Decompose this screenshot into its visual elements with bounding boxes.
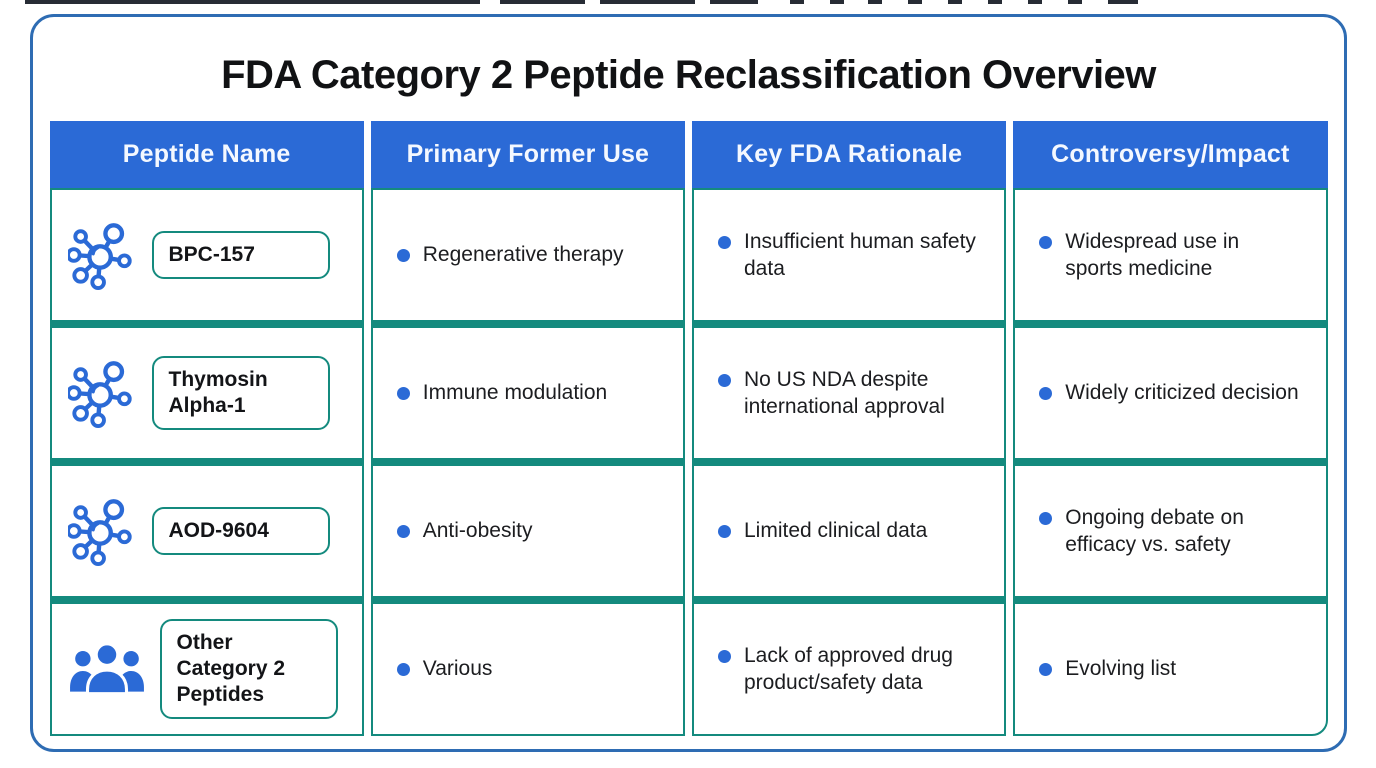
table-cell: Evolving list (1013, 602, 1328, 736)
cell-text: Ongoing debate on efficacy vs. safety (1065, 505, 1244, 556)
peptide-name-badge: Other Category 2 Peptides (159, 618, 338, 720)
cell-text: Various (422, 657, 493, 681)
table-cell: No US NDA despite international approval (692, 326, 1007, 460)
row-divider (1013, 322, 1328, 326)
cell-text: Lack of approved drug product/safety dat… (744, 643, 953, 694)
bullet-icon (718, 525, 731, 539)
bullet-icon (1039, 511, 1053, 525)
peptide-table: Peptide Name BPC- (49, 121, 1328, 736)
cell-text: Insufficient human safety data (744, 229, 976, 280)
row-divider (692, 598, 1007, 602)
column-peptide-name: Peptide Name BPC- (49, 121, 364, 736)
cell-text: Anti-obesity (422, 519, 533, 543)
row-divider (49, 460, 364, 464)
bullet-icon (718, 235, 731, 249)
row-divider (692, 460, 1007, 464)
row-divider (1013, 460, 1328, 464)
table-cell: Lack of approved drug product/safety dat… (692, 602, 1007, 736)
cell-text: No US NDA despite international approval (744, 367, 945, 418)
top-crop-artifact (0, 0, 1376, 5)
table-cell: Insufficient human safety data (692, 188, 1007, 322)
people-icon (69, 642, 144, 696)
peptide-name-badge: Thymosin Alpha-1 (151, 355, 330, 431)
bullet-icon (718, 649, 731, 663)
column-controversy-impact: Controversy/Impact Widespread use in spo… (1013, 121, 1328, 736)
row-divider (1013, 598, 1328, 602)
table-row: Thymosin Alpha-1 (49, 326, 364, 460)
table-row: AOD-9604 (49, 464, 364, 598)
table-cell: Various (370, 602, 685, 736)
table-row: BPC-157 (49, 188, 364, 322)
row-divider (49, 322, 364, 326)
bullet-icon (396, 387, 410, 401)
cell-text: Immune modulation (422, 381, 608, 405)
column-header-peptide-name: Peptide Name (49, 121, 364, 188)
cell-text: Widespread use in sports medicine (1065, 229, 1240, 280)
cell-text: Regenerative therapy (422, 243, 624, 267)
table-cell: Limited clinical data (692, 464, 1007, 598)
molecule-icon (67, 361, 132, 428)
page-title: FDA Category 2 Peptide Reclassification … (221, 53, 1156, 97)
row-divider (49, 598, 364, 602)
row-divider (370, 598, 685, 602)
bullet-icon (718, 373, 731, 387)
column-header-key-fda-rationale: Key FDA Rationale (692, 121, 1007, 188)
table-cell: Ongoing debate on efficacy vs. safety (1013, 464, 1328, 598)
bullet-icon (396, 663, 410, 677)
table-cell: Regenerative therapy (370, 188, 685, 322)
peptide-name-badge: AOD-9604 (151, 506, 330, 556)
cell-text: Evolving list (1065, 657, 1177, 681)
cell-text: Widely criticized decision (1065, 381, 1299, 405)
bullet-icon (1039, 387, 1053, 401)
table-cell: Widely criticized decision (1013, 326, 1328, 460)
bullet-icon (1039, 663, 1053, 677)
table-cell: Immune modulation (370, 326, 685, 460)
molecule-icon (67, 223, 132, 290)
peptide-name-badge: BPC-157 (151, 230, 330, 280)
table-cell: Widespread use in sports medicine (1013, 188, 1328, 322)
molecule-icon (67, 499, 132, 566)
row-divider (692, 322, 1007, 326)
infographic-frame: FDA Category 2 Peptide Reclassification … (30, 14, 1347, 752)
column-primary-former-use: Primary Former Use Regenerative therapy … (370, 121, 685, 736)
row-divider (370, 460, 685, 464)
table-row: Other Category 2 Peptides (49, 602, 364, 736)
bullet-icon (1039, 235, 1053, 249)
bullet-icon (396, 525, 410, 539)
column-header-controversy-impact: Controversy/Impact (1013, 121, 1328, 188)
column-header-primary-former-use: Primary Former Use (370, 121, 685, 188)
column-key-fda-rationale: Key FDA Rationale Insufficient human saf… (692, 121, 1007, 736)
row-divider (370, 322, 685, 326)
bullet-icon (396, 249, 410, 263)
cell-text: Limited clinical data (744, 519, 928, 543)
table-cell: Anti-obesity (370, 464, 685, 598)
